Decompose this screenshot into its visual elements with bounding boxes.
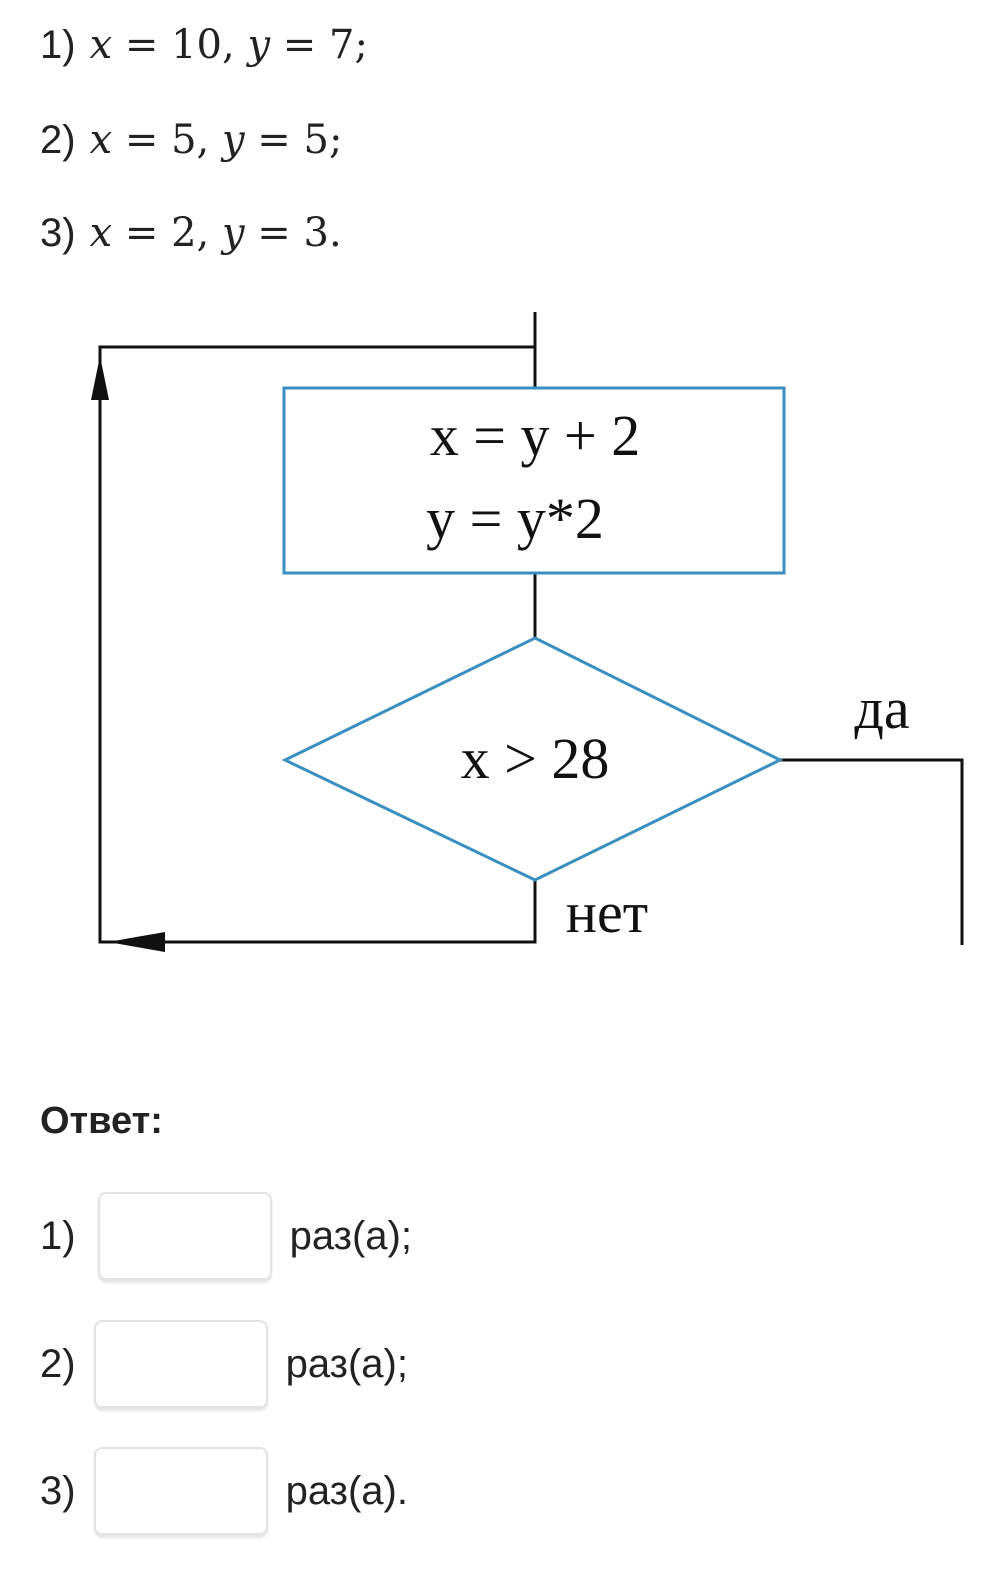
question-number: 2) xyxy=(40,118,76,162)
question-math: x = 5, y = 5; xyxy=(89,117,343,163)
answer-row-3: 3) раз(а). xyxy=(40,1447,408,1535)
condition-text: x > 28 xyxy=(461,726,610,791)
question-3: 3) x = 2, y = 3. xyxy=(40,210,342,256)
answer-row-1: 1) раз(а); xyxy=(40,1192,412,1280)
no-label: нет xyxy=(566,880,648,945)
arrow-left-icon xyxy=(108,932,165,952)
answer-title: Ответ: xyxy=(40,1100,163,1142)
yes-label: да xyxy=(854,676,909,741)
question-math: x = 10, y = 7; xyxy=(89,22,368,68)
process-line-2: y = y*2 xyxy=(426,486,604,551)
question-2: 2) x = 5, y = 5; xyxy=(40,117,342,163)
answer-suffix: раз(а); xyxy=(289,1213,412,1258)
question-number: 3) xyxy=(40,211,76,255)
process-line-1: x = y + 2 xyxy=(430,403,640,468)
process-block xyxy=(282,386,786,575)
condition-block xyxy=(281,636,784,882)
loop-back-line xyxy=(98,345,537,944)
flowchart: x = y + 2 y = y*2 x > 28 да нет xyxy=(91,312,964,952)
answer-row-2: 2) раз(а); xyxy=(40,1320,408,1408)
answer-input-3[interactable] xyxy=(93,1447,268,1535)
question-math: x = 2, y = 3. xyxy=(89,210,342,256)
question-1: 1) x = 10, y = 7; xyxy=(40,22,368,68)
answer-suffix: раз(а); xyxy=(285,1341,408,1386)
answer-number: 2) xyxy=(40,1341,76,1386)
answer-input-2[interactable] xyxy=(93,1320,268,1408)
question-number: 1) xyxy=(40,23,76,67)
yes-branch-line xyxy=(780,758,964,945)
answer-number: 3) xyxy=(40,1468,76,1513)
answer-input-1[interactable] xyxy=(97,1192,272,1280)
arrow-up-icon xyxy=(91,356,109,400)
answer-number: 1) xyxy=(40,1213,76,1258)
answer-suffix: раз(а). xyxy=(285,1468,408,1513)
